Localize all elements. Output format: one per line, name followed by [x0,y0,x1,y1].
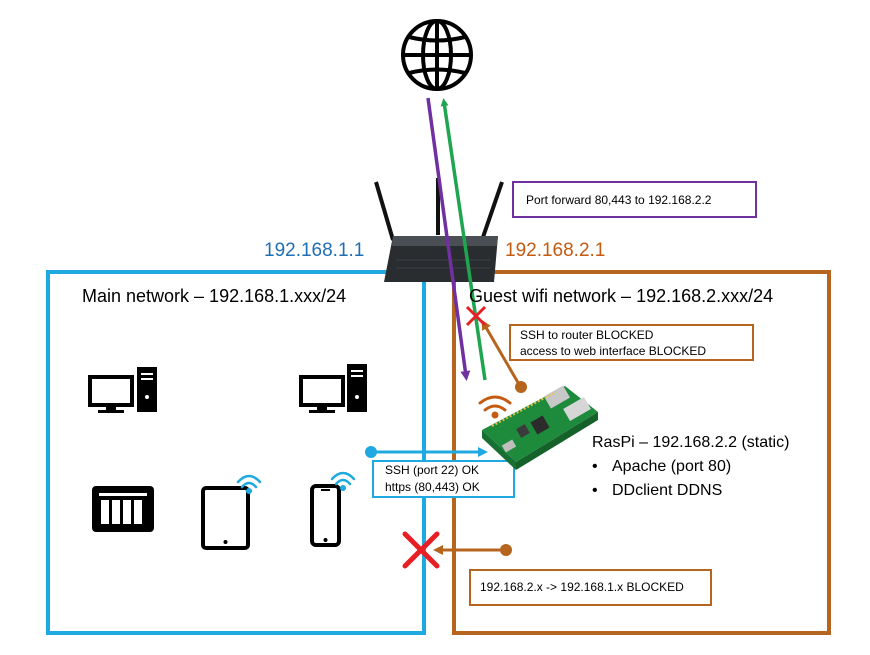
router-block-note-line-2: access to web interface BLOCKED [520,344,706,358]
router-block-link-line [481,319,522,387]
port-forward-note: Port forward 80,443 to 192.168.2.2 [526,193,712,207]
access-note-line-1: SSH (port 22) OK [385,463,479,477]
smartphone-icon [310,484,341,547]
access-note-line-2: https (80,443) OK [385,480,480,494]
cross-block-note-box [469,569,712,606]
tablet-icon [201,486,250,550]
raspberry-pi-icon [482,385,598,470]
router-block-cross-icon [465,305,487,327]
cross-block-note: 192.168.2.x -> 192.168.1.x BLOCKED [480,580,684,594]
raspi-wifi-icon [478,395,512,419]
desktop-computer-icon [88,367,157,413]
access-note-box [372,460,515,498]
smartphone-wifi-icon [330,471,356,492]
router-ip-guest: 192.168.2.1 [505,240,605,261]
raspi-title: RasPi – 192.168.2.2 (static) [592,434,789,451]
desktop-computer-icon [299,364,367,413]
green-link-line [440,98,487,381]
router-ip-main: 192.168.1.1 [264,240,364,261]
raspi-service-bullet-2: • [592,482,598,499]
guest-network-title: Guest wifi network – 192.168.2.xxx/24 [469,286,773,306]
raspi-service-1: Apache (port 80) [612,458,731,475]
router-icon [374,178,504,282]
router-block-note-box [509,324,754,361]
purple-link-line [426,97,471,381]
nas-icon [92,486,154,532]
globe-icon [401,19,473,91]
main-network-title: Main network – 192.168.1.xxx/24 [82,286,346,306]
router-block-note-line-1: SSH to router BLOCKED [520,328,654,342]
cross-block-cross-icon [402,531,440,569]
raspi-service-bullet-1: • [592,458,598,475]
router-block-link-dot [515,381,527,393]
raspi-service-2: DDclient DDNS [612,482,722,499]
tablet-wifi-icon [236,474,262,495]
port-forward-note-box [512,181,757,218]
